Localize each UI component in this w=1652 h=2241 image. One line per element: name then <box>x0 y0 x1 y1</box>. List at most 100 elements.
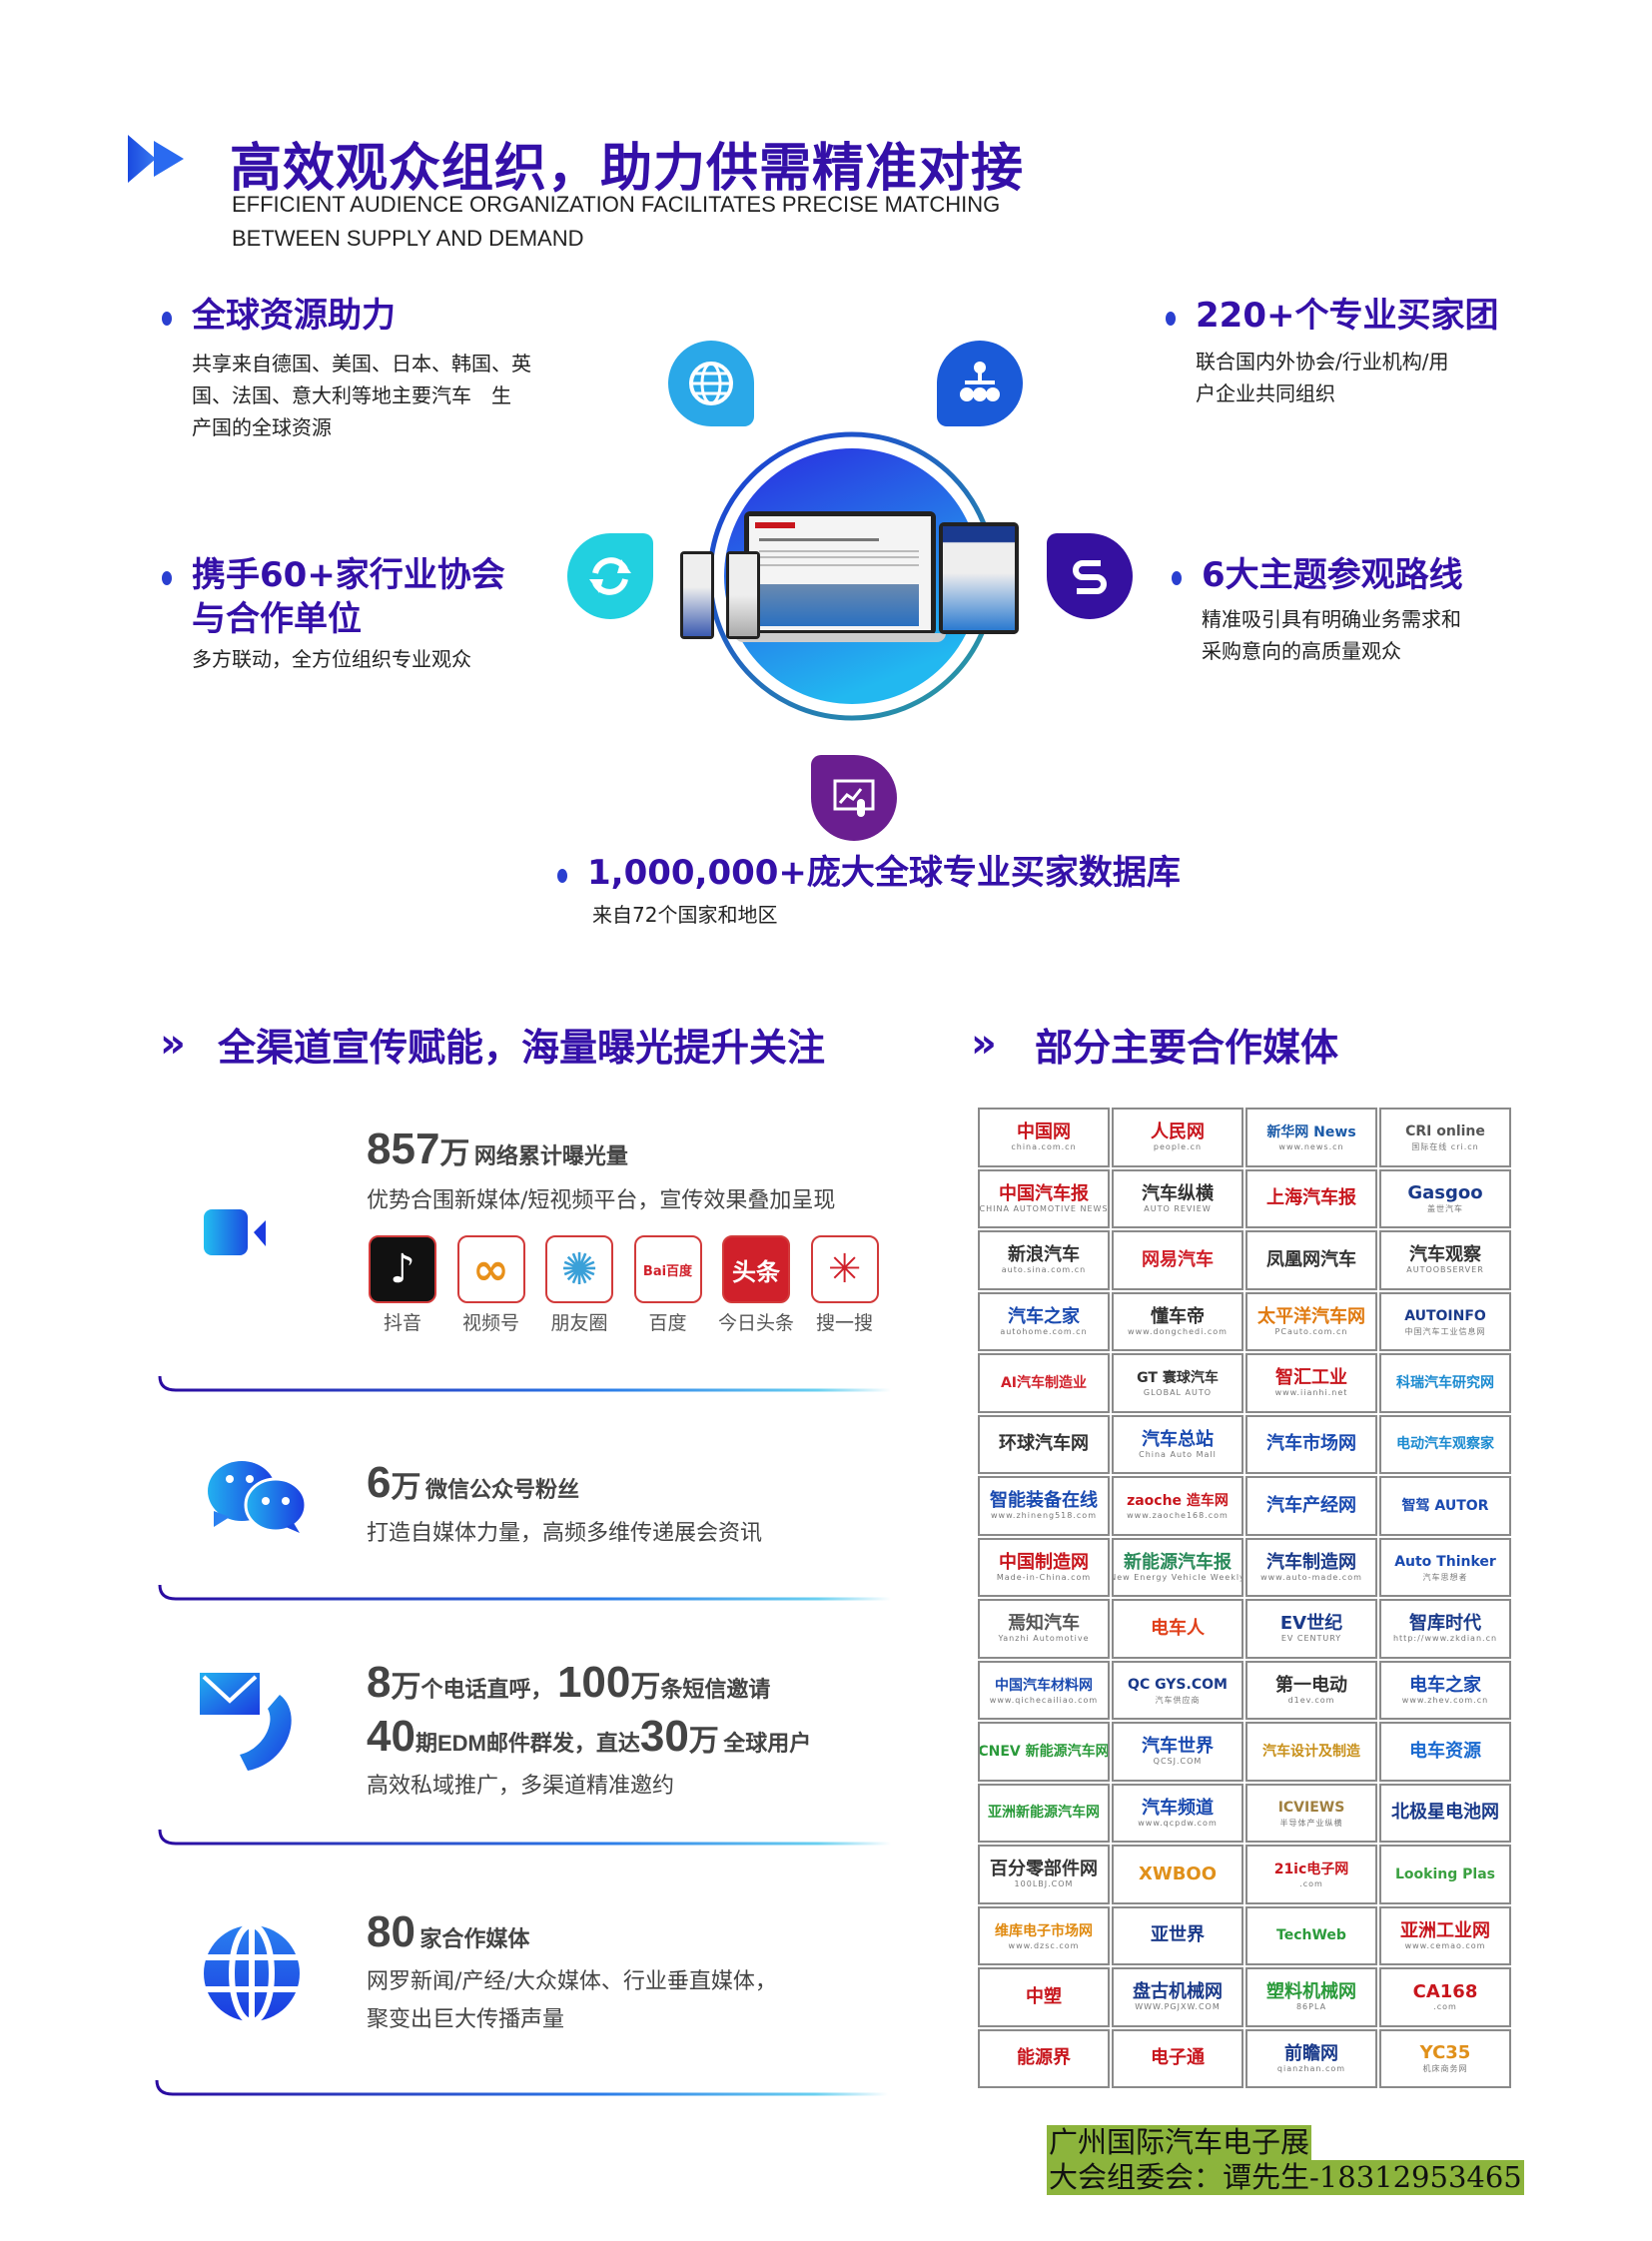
bullet-dot <box>1166 312 1176 326</box>
media-logo-sub: GLOBAL AUTO <box>1143 1388 1213 1398</box>
baidu-icon[interactable]: Bai百度 <box>633 1235 702 1303</box>
media-logo-sub: www.zaoche168.com <box>1127 1511 1229 1521</box>
media-logo-name: 人民网 <box>1151 1121 1205 1143</box>
bullet-dot <box>162 312 172 326</box>
media-logo-name: 盘古机械网 <box>1133 1981 1223 2003</box>
moments-icon[interactable]: ✺ <box>545 1235 613 1303</box>
media-logo-name: 亚洲新能源汽车网 <box>988 1805 1100 1822</box>
media-logo-name: 北极星电池网 <box>1391 1802 1499 1824</box>
phone-sms-stat: 8万个电话直呼， 100万条短信邀请 <box>367 1658 770 1708</box>
data-chart-bubble-icon <box>811 755 897 841</box>
media-logo-sub: AUTO REVIEW <box>1144 1203 1212 1213</box>
media-logo-name: 网易汽车 <box>1142 1248 1214 1270</box>
media-logo: 亚洲新能源汽车网 <box>978 1783 1110 1843</box>
media-logo-name: 前瞻网 <box>1284 2042 1338 2064</box>
stat-unit: 万 <box>439 1137 470 1170</box>
stat-label: 微信公众号粉丝 <box>424 1477 579 1502</box>
wechat-stat: 6万 微信公众号粉丝 <box>367 1458 579 1508</box>
search-icon[interactable]: ✳ <box>810 1235 879 1303</box>
media-logo-sub: www.dzsc.com <box>1008 1940 1080 1950</box>
media-logo-sub: 半导体产业纵横 <box>1279 1818 1343 1828</box>
desc-line: 聚变出巨大传播声量 <box>367 2007 565 2032</box>
media-logo-name: AUTOINFO <box>1404 1307 1486 1324</box>
media-logo-name: 环球汽车网 <box>999 1433 1089 1455</box>
media-logo-name: CRI online <box>1405 1123 1485 1140</box>
platform-label: 今日头条 <box>717 1312 794 1334</box>
media-logo-name: 亚洲工业网 <box>1400 1919 1490 1941</box>
media-logo-sub: 国际在线 cri.cn <box>1411 1142 1479 1152</box>
media-logo-name: 智汇工业 <box>1275 1367 1347 1389</box>
media-logo-name: 21ic电子网 <box>1273 1862 1349 1878</box>
footer-contact: 大会组委会：谭先生-18312953465 <box>1047 2160 1524 2195</box>
feature-global-desc: 共享来自德国、美国、日本、韩国、英 国、法国、意大利等地主要汽车 生 产国的全球… <box>192 348 531 443</box>
media-logo-name: 汽车频道 <box>1142 1797 1214 1819</box>
media-logo-name: Gasgoo <box>1407 1181 1483 1203</box>
media-logo-name: YC35 <box>1419 2041 1471 2063</box>
channels-icon[interactable]: ∞ <box>456 1235 525 1303</box>
media-logo-sub: AUTOOBSERVER <box>1406 1265 1484 1275</box>
media-logo-name: 凤凰网汽车 <box>1266 1248 1356 1270</box>
media-logo: 电动汽车观察家 <box>1379 1414 1511 1474</box>
media-logo-name: GT 寰球汽车 <box>1137 1370 1219 1387</box>
media-logo: CRI online 国际在线 cri.cn <box>1379 1108 1511 1167</box>
stat-number: 100 <box>556 1658 631 1707</box>
media-logo-name: 电动汽车观察家 <box>1396 1436 1494 1453</box>
feature-routes-title: 6大主题参观路线 <box>1202 555 1463 595</box>
media-logo-name: CNEV 新能源汽车网 <box>978 1743 1110 1760</box>
platform-label: 抖音 <box>383 1312 421 1334</box>
exposure-stat: 857万 网络累计曝光量 <box>367 1124 628 1174</box>
stat-unit: 万 <box>391 1671 421 1704</box>
media-logo-sub: QCSJ.COM <box>1153 1757 1203 1767</box>
promo-title: 全渠道宣传赋能，海量曝光提升关注 <box>218 1026 826 1070</box>
phone-1 <box>680 551 714 639</box>
platform-label: 视频号 <box>461 1312 519 1334</box>
media-logo-name: 汽车世界 <box>1142 1736 1214 1758</box>
media-logo-name: 汽车市场网 <box>1266 1433 1356 1455</box>
desc-line: 网罗新闻/产经/大众媒体、行业垂直媒体， <box>367 1969 777 1994</box>
media-logo: XWBOO <box>1112 1845 1243 1904</box>
chevrons-icon: » <box>971 1021 997 1067</box>
media-logo: 电子通 <box>1112 2028 1243 2088</box>
media-logo-sub: http://www.zkdian.cn <box>1392 1634 1498 1644</box>
stat-number: 857 <box>367 1124 440 1173</box>
media-logo-sub: www.auto-made.com <box>1260 1572 1362 1582</box>
media-logo-sub: 盖世汽车 <box>1427 1203 1463 1213</box>
toutiao-icon[interactable]: 头条 <box>722 1235 790 1303</box>
stat-unit: 万 <box>630 1671 661 1704</box>
media-logo-name: 中国汽车材料网 <box>995 1677 1093 1694</box>
media-logo-name: 上海汽车报 <box>1266 1187 1356 1209</box>
desc-line: 户企业共同组织 <box>1196 381 1335 405</box>
media-logo-sub: 汽车思想者 <box>1422 1572 1468 1582</box>
stat-number: 6 <box>367 1458 392 1507</box>
media-logo-name: ICVIEWS <box>1277 1799 1345 1816</box>
media-logo-name: 亚世界 <box>1151 1924 1205 1946</box>
media-logo-sub: CHINA AUTOMOTIVE NEWS <box>979 1203 1109 1213</box>
media-logo: 21ic电子网.com <box>1245 1845 1377 1904</box>
media-logo-name: 汽车之家 <box>1008 1305 1080 1327</box>
media-partners-stat: 80 家合作媒体 <box>367 1907 529 1957</box>
media-logo-name: 智库时代 <box>1409 1613 1481 1635</box>
media-logo-name: 中国汽车报 <box>999 1182 1089 1204</box>
stat-number: 40 <box>367 1712 415 1761</box>
double-arrow-icon <box>128 135 184 183</box>
media-logo-sub: qianzhan.com <box>1276 2063 1346 2073</box>
media-logo-name: 第一电动 <box>1275 1674 1347 1696</box>
media-logo-sub: auto.sina.com.cn <box>1001 1265 1087 1275</box>
card-desc: 打造自媒体力量，高频多维传递展会资讯 <box>367 1521 763 1546</box>
stat-label: 条短信邀请 <box>660 1677 771 1702</box>
media-logo-sub: china.com.cn <box>1011 1142 1077 1152</box>
douyin-icon[interactable]: ♪ <box>369 1235 436 1303</box>
card-desc: 优势合围新媒体/短视频平台，宣传效果叠加呈现 <box>367 1188 836 1213</box>
media-logo-sub: www.dongchedi.com <box>1128 1326 1228 1336</box>
media-logo-name: 智驾 AUTOR <box>1401 1497 1489 1514</box>
media-logo: 凤凰网汽车 <box>1245 1230 1377 1290</box>
media-logo: 中塑 <box>978 1967 1110 2027</box>
